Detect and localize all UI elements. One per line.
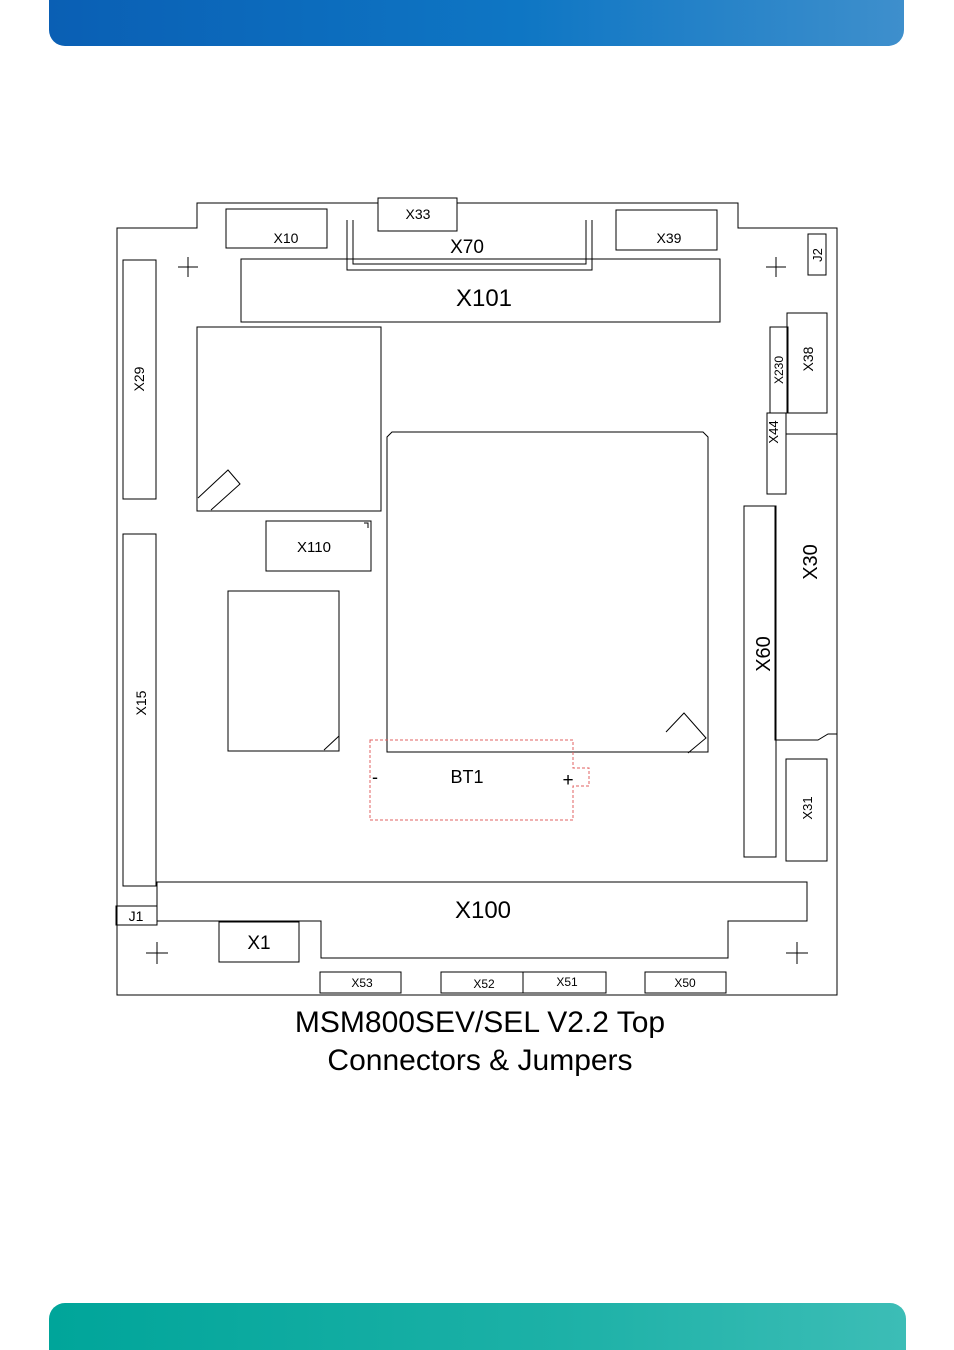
x1-label: X1 (247, 933, 270, 954)
x33-label: X33 (406, 206, 431, 222)
footer-bar (49, 1303, 906, 1350)
chip-lower-left-pin1 (324, 736, 339, 750)
x31-label: X31 (800, 796, 815, 819)
x230-label: X230 (772, 356, 786, 384)
x53-label: X53 (351, 976, 373, 990)
mount-hole-bottom-right (786, 942, 808, 964)
x50-label: X50 (674, 976, 696, 990)
x30-label: X30 (800, 544, 822, 580)
x30-connector (775, 434, 837, 740)
chip-upper-left (197, 327, 381, 511)
x110-label: X110 (297, 539, 331, 556)
mount-hole-top-left (178, 257, 198, 277)
board-outline (117, 198, 837, 995)
x100-edge (124, 886, 157, 906)
j1-label: J1 (129, 908, 144, 924)
cpu-chip (387, 432, 708, 752)
mount-hole-top-right (766, 257, 786, 277)
x39-label: X39 (657, 230, 682, 246)
x52-label: X52 (473, 977, 495, 991)
x60-connector (744, 506, 776, 857)
x70-label: X70 (450, 237, 484, 258)
diagram-caption-line-1: MSM800SEV/SEL V2.2 Top (180, 1004, 780, 1042)
x29-label: X29 (131, 366, 147, 391)
cpu-chip-pin1 (666, 713, 706, 753)
chip-lower-left (228, 591, 339, 751)
j2-label: J2 (810, 248, 825, 262)
bt1-label: BT1 (450, 767, 483, 787)
x51-label: X51 (556, 975, 578, 989)
mount-hole-bottom-left (146, 942, 168, 964)
x38-label: X38 (800, 346, 816, 371)
chip-upper-left-pin1 (198, 470, 240, 510)
x60-label: X60 (753, 636, 775, 672)
diagram-caption-line-2: Connectors & Jumpers (180, 1042, 780, 1080)
bt1-minus-label: - (372, 767, 378, 787)
x15-label: X15 (133, 690, 149, 715)
x100-label: X100 (455, 897, 511, 924)
x10-label: X10 (274, 230, 299, 246)
x110-marker (364, 523, 368, 528)
x101-label: X101 (456, 285, 512, 312)
bt1-plus-label: + (562, 770, 573, 791)
x44-label: X44 (766, 420, 781, 443)
